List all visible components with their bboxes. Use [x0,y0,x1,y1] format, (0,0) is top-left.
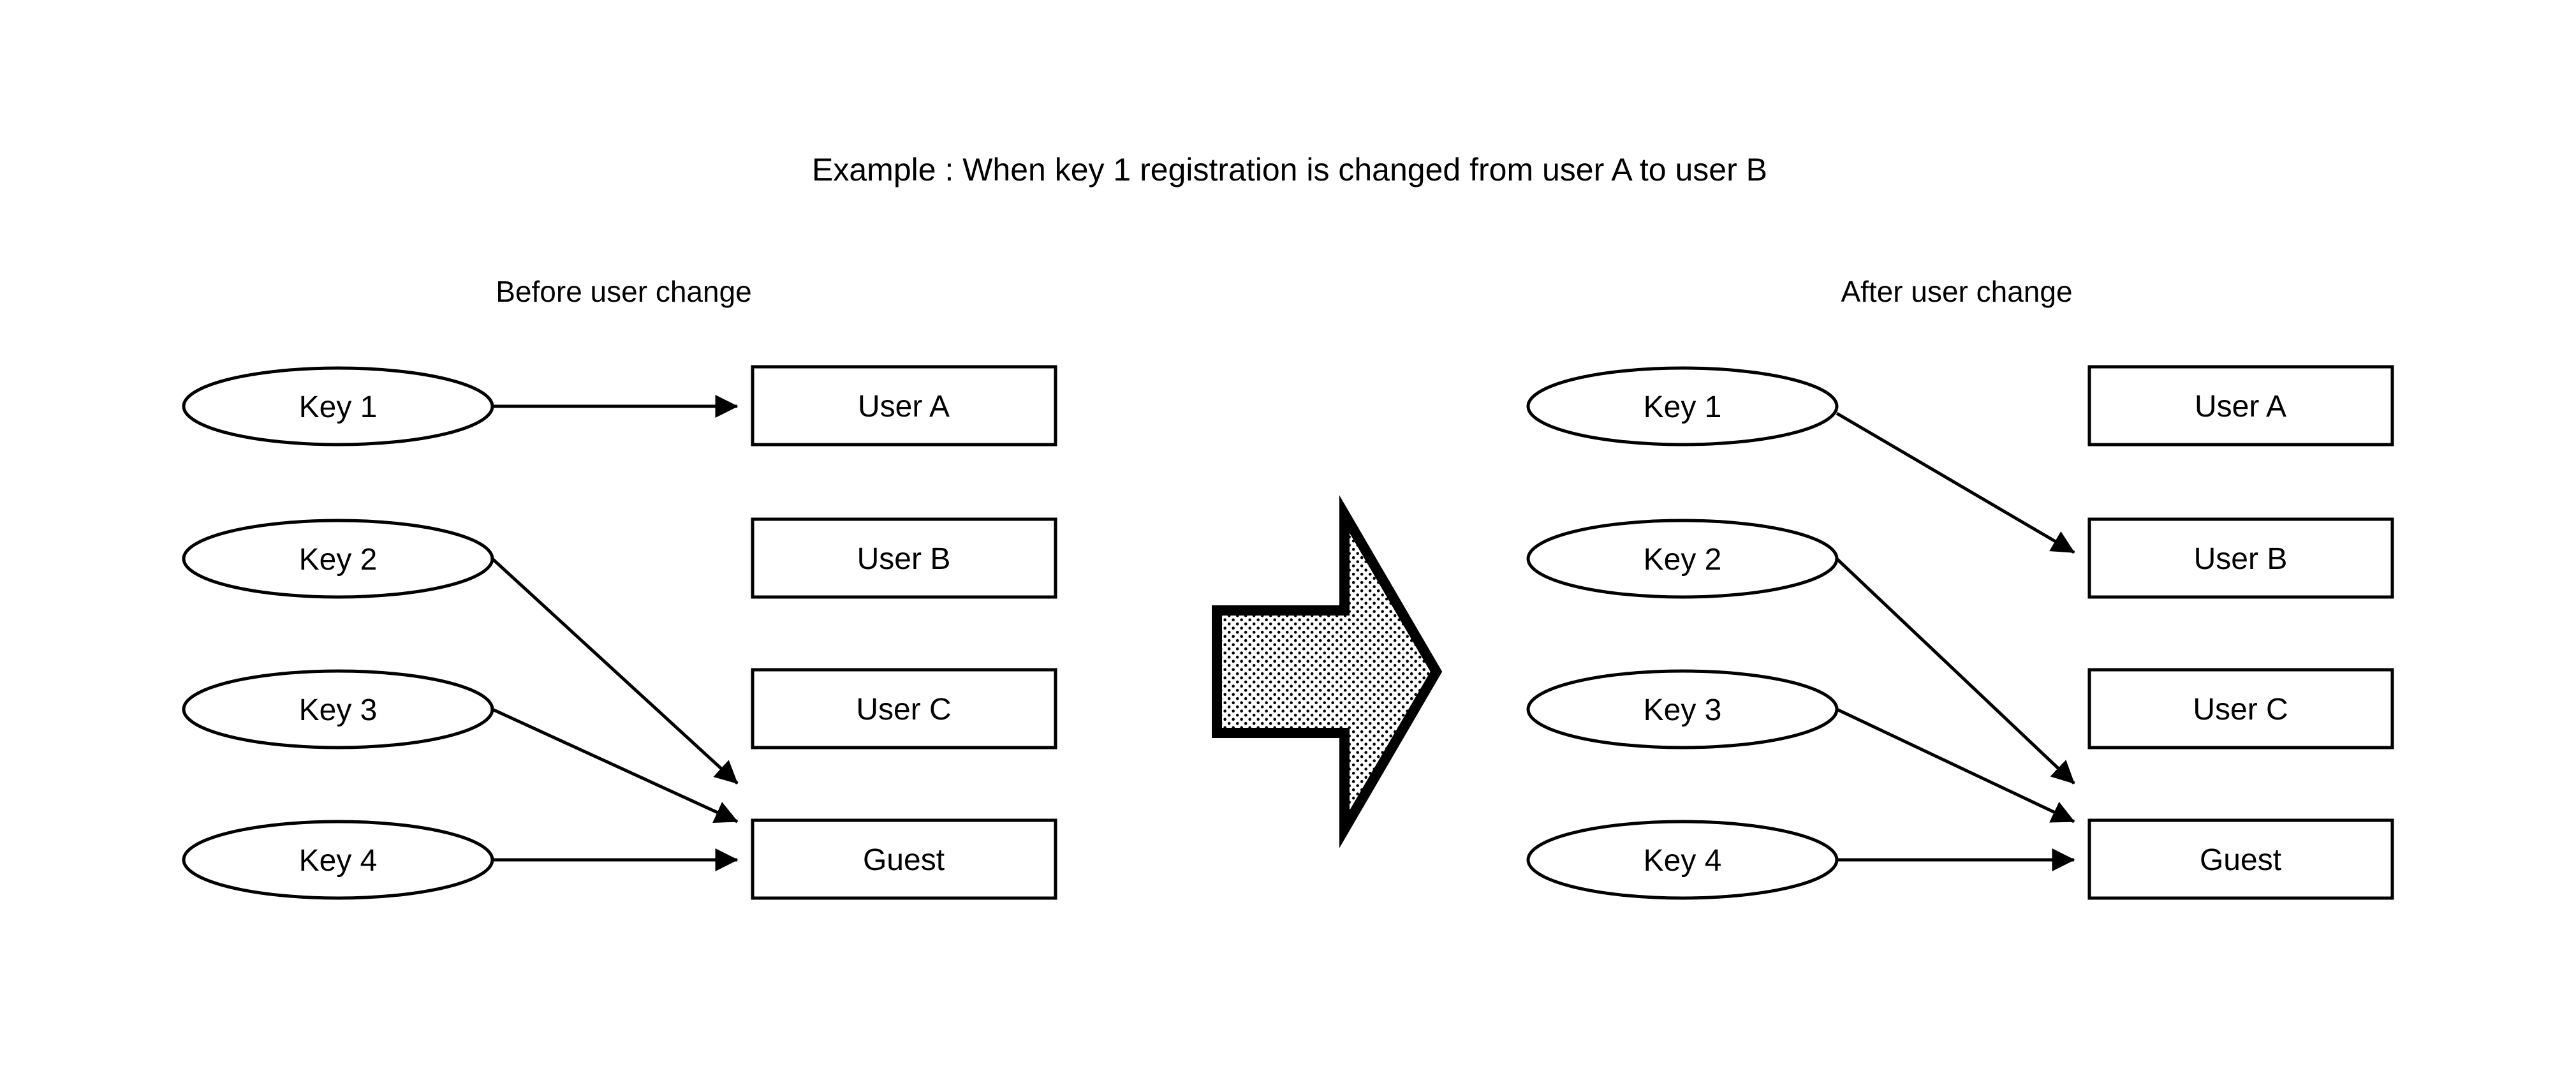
key-ellipse [182,519,494,599]
key-ellipse [182,366,494,447]
user-box [2087,818,2394,900]
panel-before-keys: Key 1 Key 2 Key 3 Key 4 [182,366,494,900]
diagram-title: Example : When key 1 registration is cha… [812,152,1767,188]
user-node-guest[interactable]: Guest [751,818,1057,900]
key-label: Key 3 [299,693,378,727]
user-label: Guest [863,843,945,877]
key-label: Key 4 [1644,844,1722,878]
user-label: User C [2193,693,2288,727]
user-box [751,365,1057,447]
user-node-usera[interactable]: User A [751,365,1057,447]
panel-before-users: User A User B User C Guest [751,365,1057,900]
key-ellipse [1526,366,1839,447]
key-node-key3[interactable]: Key 3 [1526,669,1839,749]
panel-label-before: Before user change [496,275,752,308]
key-label: Key 4 [299,844,378,878]
key-label: Key 1 [299,390,378,424]
key-ellipse [1526,669,1839,749]
key-ellipse [1526,820,1839,900]
link-key1-to-userb [1836,411,2075,554]
link-key2-to-guest [491,557,739,785]
link-key2-to-guest [1836,557,2075,785]
link-key3-to-guest [491,707,739,823]
key-node-key3[interactable]: Key 3 [182,669,494,749]
user-node-userc[interactable]: User C [751,668,1057,749]
user-box [2087,517,2394,599]
key-node-key2[interactable]: Key 2 [182,519,494,599]
user-label: User A [858,390,950,424]
link-key3-to-guest [1836,707,2075,823]
user-label: User C [856,693,951,727]
user-node-userc[interactable]: User C [2087,668,2394,749]
key-ellipse [1526,519,1839,599]
user-node-usera[interactable]: User A [2087,365,2394,447]
user-label: User B [2194,542,2288,576]
key-node-key1[interactable]: Key 1 [182,366,494,447]
user-box [751,818,1057,900]
user-node-guest[interactable]: Guest [2087,818,2394,900]
block-arrow-right-icon [1212,495,1443,848]
key-label: Key 3 [1644,693,1722,727]
user-box [2087,365,2394,447]
key-label: Key 2 [299,543,378,577]
key-node-key1[interactable]: Key 1 [1526,366,1839,447]
panel-before-links [491,395,739,871]
user-label: User A [2195,390,2286,424]
key-ellipse [182,669,494,749]
user-box [751,668,1057,749]
user-box [751,517,1057,599]
key-node-key4[interactable]: Key 4 [1526,820,1839,900]
user-node-userb[interactable]: User B [2087,517,2394,599]
panel-before: Key 1 Key 2 Key 3 Key 4 [182,365,1057,900]
key-label: Key 2 [1644,543,1722,577]
panel-after: Key 1 Key 2 Key 3 Key 4 User [1526,365,2394,900]
panel-after-users: User A User B User C Guest [2087,365,2394,900]
key-node-key4[interactable]: Key 4 [182,820,494,900]
panel-after-keys: Key 1 Key 2 Key 3 Key 4 [1526,366,1839,900]
key-node-key2[interactable]: Key 2 [1526,519,1839,599]
panel-label-after: After user change [1841,275,2072,308]
user-label: Guest [2200,843,2281,877]
key-ellipse [182,820,494,900]
user-box [2087,668,2394,749]
panel-after-links [1836,411,2075,871]
user-node-userb[interactable]: User B [751,517,1057,599]
user-label: User B [857,542,951,576]
key-label: Key 1 [1644,390,1722,424]
transition-block-arrow-icon [1212,495,1443,848]
